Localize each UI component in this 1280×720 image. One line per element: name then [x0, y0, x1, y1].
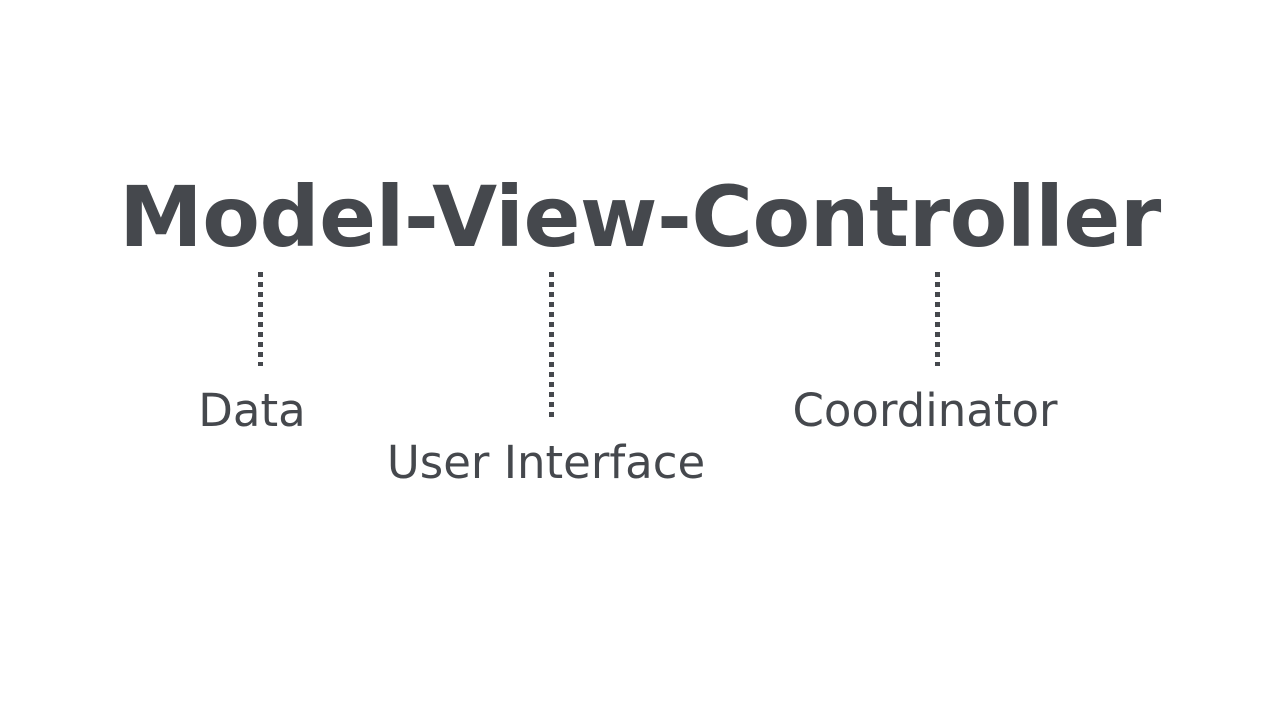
label-model-data: Data [198, 384, 306, 437]
connector-line-controller [935, 272, 940, 366]
label-view-user-interface: User Interface [386, 436, 706, 489]
page-title: Model-View-Controller [119, 168, 1161, 266]
connector-line-model [258, 272, 263, 366]
connector-line-view [549, 272, 554, 417]
label-controller-coordinator: Coordinator [792, 384, 1058, 437]
